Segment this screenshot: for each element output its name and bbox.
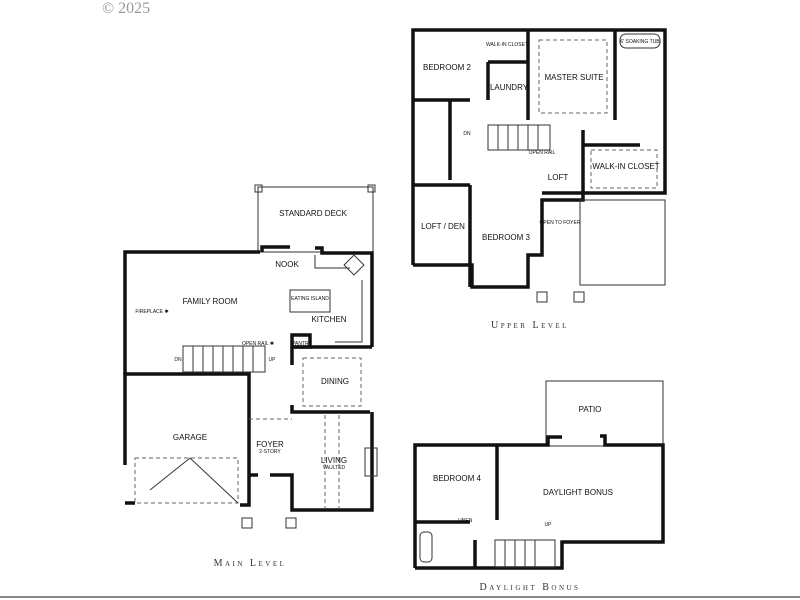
plan-line [149, 457, 239, 504]
bathtub-icon [419, 531, 433, 563]
plan-line [241, 517, 253, 529]
plan-line [182, 345, 266, 373]
label-stairs-up: UP [545, 522, 553, 528]
room-standard-deck: STANDARD DECK [279, 209, 348, 218]
plan-line [302, 357, 362, 407]
plan-line [192, 346, 254, 372]
label-stairs-down: DN [463, 131, 471, 137]
label-open-rail: OPEN RAIL ✱ [242, 341, 274, 347]
plan-line [411, 28, 667, 289]
room-garage: GARAGE [173, 433, 207, 442]
room-living: LIVING [321, 456, 347, 465]
plan-line [260, 245, 290, 252]
plan-line [285, 517, 297, 529]
room-bedroom-2: BEDROOM 2 [423, 63, 472, 72]
standard-deck [257, 186, 374, 253]
sink-icon [343, 254, 365, 276]
room-laundry: LAUNDRY [490, 83, 529, 92]
plan-line [123, 250, 260, 375]
upper-level-plan: BEDROOM 2 WALK-IN CLOSET MASTER SUITE 6'… [411, 28, 667, 331]
plan-line [536, 291, 548, 303]
plan-line [254, 184, 263, 193]
main-level-plan: STANDARD DECK NOOK FAMILY ROOM EATING IS… [123, 184, 378, 569]
label-walk-in-closet-small: WALK-IN CLOSET [486, 42, 528, 48]
plan-line [290, 405, 370, 414]
plan-line [497, 125, 539, 150]
plan-line [573, 291, 585, 303]
label-stairs-up: UP [269, 357, 277, 363]
fireplace-icon [364, 447, 378, 477]
room-nook: NOOK [275, 260, 299, 269]
room-walk-in-closet: WALK-IN CLOSET [592, 162, 659, 171]
label-soaking-tub: 6' SOAKING TUB [620, 39, 660, 45]
label-foyer-2-story: 2-STORY [259, 449, 281, 455]
caption-daylight-bonus: Daylight Bonus [480, 582, 581, 593]
plan-line [415, 434, 665, 570]
room-patio: PATIO [579, 405, 602, 414]
copyright-watermark: © 2025 [102, 0, 151, 17]
plan-line [504, 540, 536, 567]
label-stairs-down: DN [174, 357, 182, 363]
room-loft-den: LOFT / DEN [421, 222, 465, 231]
label-living-vaulted: VAULTED [323, 465, 346, 471]
label-open-rail: OPEN RAIL [529, 150, 556, 156]
plan-line [315, 246, 374, 347]
room-bedroom-4: BEDROOM 4 [433, 474, 482, 483]
room-daylight-bonus: DAYLIGHT BONUS [543, 488, 613, 497]
room-loft: LOFT [548, 173, 569, 182]
room-master-suite: MASTER SUITE [544, 73, 603, 82]
caption-main-level: Main Level [214, 558, 287, 569]
room-kitchen: KITCHEN [311, 315, 346, 324]
plan-line [290, 333, 312, 349]
plan-line [335, 280, 363, 343]
plan-line [125, 372, 251, 507]
label-eating-island: EATING ISLAND [291, 296, 329, 302]
plan-line [270, 412, 374, 512]
room-dining: DINING [321, 377, 349, 386]
label-fireplace: FIREPLACE ✱ [135, 309, 168, 315]
room-bedroom-3: BEDROOM 3 [482, 233, 531, 242]
soaking-tub-icon [619, 33, 661, 49]
plan-line [487, 124, 551, 151]
caption-upper-level: Upper Level [491, 320, 569, 331]
plan-line [413, 435, 562, 568]
eating-island [289, 289, 331, 313]
label-pantry: PANTRY [292, 341, 312, 347]
plan-line [134, 457, 239, 504]
plan-line [590, 149, 658, 189]
plan-line [367, 184, 376, 193]
label-linen: LINEN [458, 518, 473, 524]
room-family-room: FAMILY ROOM [183, 297, 238, 306]
plan-line [314, 255, 350, 269]
plan-line [538, 39, 608, 114]
plan-line [579, 199, 666, 286]
daylight-level-plan: PATIO BEDROOM 4 DAYLIGHT BONUS LINEN UP … [413, 380, 665, 593]
label-open-to-foyer: OPEN TO FOYER [540, 220, 581, 226]
room-foyer: FOYER [256, 440, 284, 449]
